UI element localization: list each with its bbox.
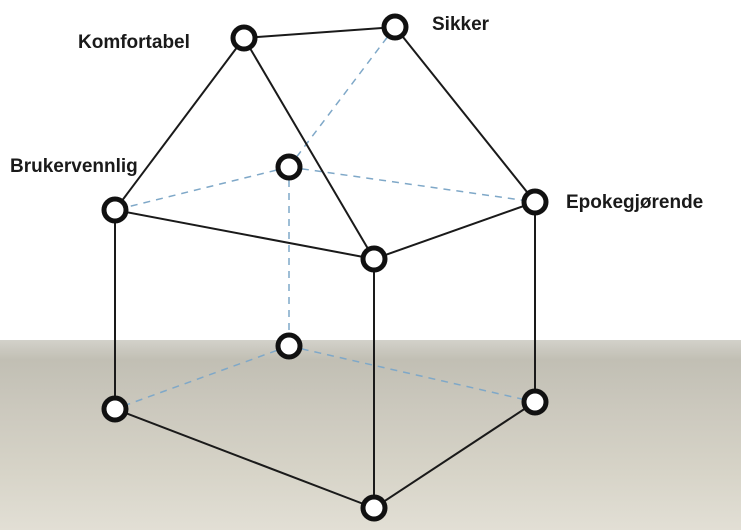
label-sikker: Sikker — [432, 14, 490, 35]
vertex-bottom-right — [521, 388, 549, 416]
vertex-inner-bottom — [275, 332, 303, 360]
background-photo-fade — [0, 300, 741, 360]
label-epokegjorende: Epokegjørende — [566, 192, 704, 213]
edge-roof-right — [394, 26, 536, 203]
vertex-brukervennlig — [101, 196, 129, 224]
vertex-komfortabel — [230, 24, 258, 52]
edge-floor-right — [373, 401, 536, 509]
vertex-bottom-front — [360, 494, 388, 522]
label-brukervennlig: Brukervennlig — [10, 156, 138, 177]
edge-roof-left — [114, 37, 245, 211]
vertex-front-top — [360, 245, 388, 273]
edge-eave-front-left — [114, 209, 375, 260]
vertex-bottom-left — [101, 395, 129, 423]
label-komfortabel: Komfortabel — [78, 32, 190, 53]
hidden-edge-inner-top-right — [288, 166, 536, 203]
vertex-inner-top — [275, 153, 303, 181]
edge-floor-left — [114, 408, 375, 509]
edge-roof-front — [243, 37, 375, 260]
vertex-epokegjorende — [521, 188, 549, 216]
hidden-edge-inner-bottom-right — [288, 345, 536, 403]
edge-eave-front-right — [373, 201, 536, 260]
hidden-edge-inner-top-left — [114, 166, 290, 211]
edge-ridge — [243, 26, 396, 39]
vertex-sikker — [381, 13, 409, 41]
hidden-edge-inner-bottom-left — [114, 345, 290, 410]
hidden-edge-sikker-inner-top — [288, 26, 396, 168]
